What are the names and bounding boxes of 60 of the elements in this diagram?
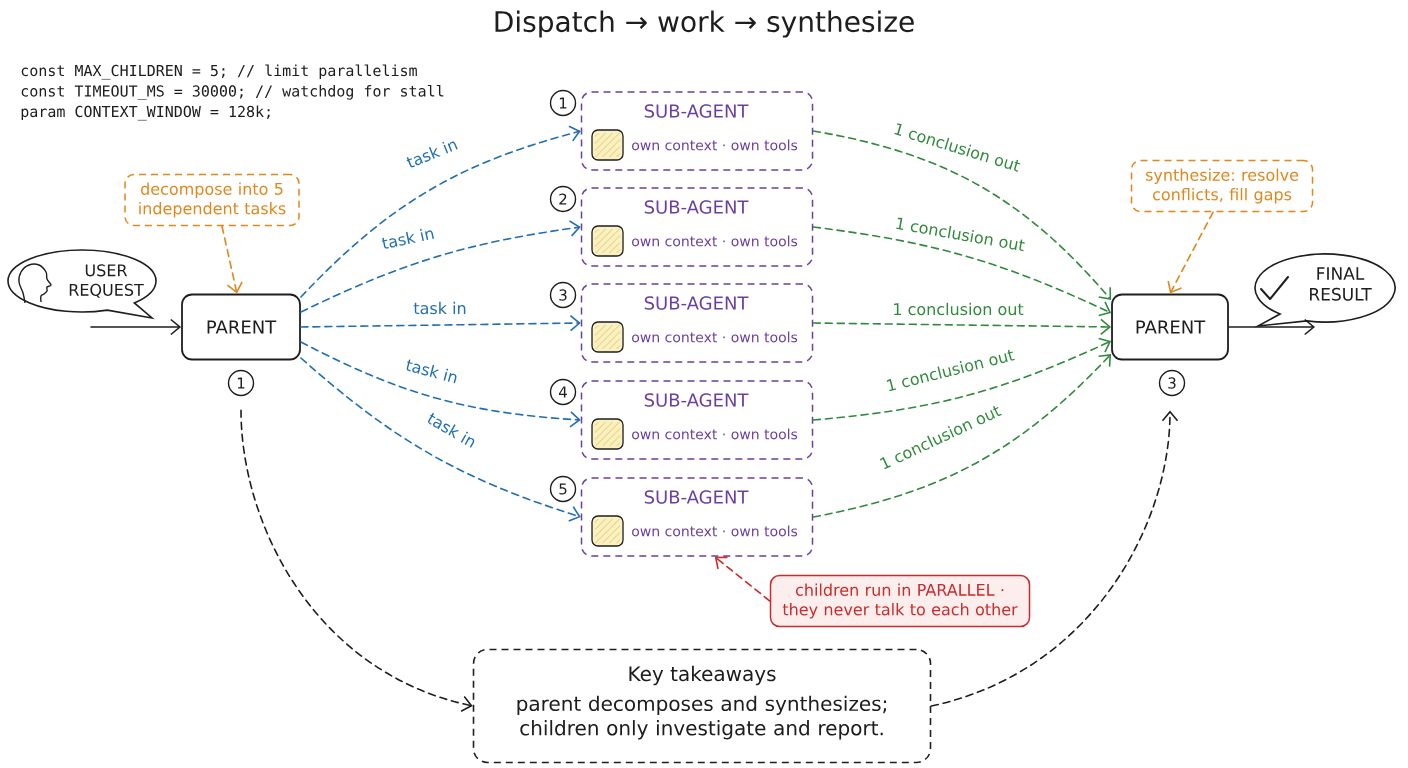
title: Dispatch → work → synthesize	[495, 10, 914, 38]
speech-bubble: FINAL RESULT	[1254, 253, 1396, 327]
box-heading: SUB-AGENT	[644, 393, 749, 407]
body-text: parent decomposes and synthesizes; children only investigate and report.	[517, 695, 887, 740]
circled-number: 5	[549, 475, 577, 503]
circled-number: 1	[549, 89, 577, 117]
arrow	[1228, 318, 1316, 336]
box-text: own context · own tools	[632, 235, 798, 247]
box-text: own context · own tools	[632, 331, 798, 343]
arrow	[812, 226, 1112, 317]
agent-box	[580, 91, 814, 171]
arrow	[812, 354, 1112, 518]
arrow	[930, 410, 1179, 707]
circled-number: 3	[1158, 369, 1186, 397]
agent-box	[580, 187, 814, 267]
box-text: own context · own tools	[632, 525, 798, 537]
box-heading: SUB-AGENT	[644, 296, 749, 310]
speech-bubble: USER REQUEST	[7, 249, 157, 319]
heading: Key takeaways	[629, 665, 776, 686]
edge-label: task in	[423, 409, 481, 451]
box-heading: SUB-AGENT	[644, 200, 749, 214]
arrow	[221, 225, 243, 294]
summary-box	[472, 648, 932, 764]
agent-box	[580, 477, 814, 557]
arrow	[300, 314, 581, 332]
arrow	[240, 409, 473, 712]
circled-number: 4	[549, 378, 577, 406]
agent-box	[580, 283, 814, 363]
code-line: param CONTEXT_WINDOW = 128k;	[21, 105, 270, 121]
edge-label: task in	[411, 300, 469, 316]
box-heading: SUB-AGENT	[644, 104, 749, 118]
circled-number: 3	[549, 281, 577, 309]
arrow	[90, 318, 182, 336]
process-box: PARENT	[181, 293, 301, 361]
note-box: synthesize: resolve conflicts, fill gaps	[1130, 159, 1314, 213]
edge-label: 1 conclusion out	[892, 214, 1028, 254]
arrow	[812, 337, 1112, 421]
circled-number: 2	[549, 185, 577, 213]
edge-label: task in	[403, 135, 461, 171]
box-text: own context · own tools	[632, 428, 798, 440]
arrow	[300, 341, 581, 428]
code-line: const MAX_CHILDREN = 5; // limit parallelism	[21, 64, 417, 80]
arrow	[300, 220, 581, 313]
box-heading: SUB-AGENT	[644, 490, 749, 504]
box-text: own context · own tools	[632, 139, 798, 151]
edge-label: task in	[402, 356, 462, 386]
edge-label: 1 conclusion out	[890, 301, 1026, 317]
note-box: decompose into 5 independent tasks	[124, 173, 300, 227]
agent-box	[580, 380, 814, 460]
arrow	[300, 357, 581, 522]
note-box: children run in PARALLEL · they never talk to each other	[769, 574, 1031, 628]
arrow	[714, 556, 771, 602]
arrow	[1167, 211, 1214, 294]
process-box: PARENT	[1111, 293, 1229, 361]
edge-label: task in	[378, 224, 438, 252]
circled-number: 1	[227, 369, 255, 397]
code-line: const TIMEOUT_MS = 30000; // watchdog for stall	[21, 85, 444, 100]
arrow	[812, 130, 1112, 300]
arrow	[300, 125, 581, 298]
arrow	[812, 318, 1112, 336]
